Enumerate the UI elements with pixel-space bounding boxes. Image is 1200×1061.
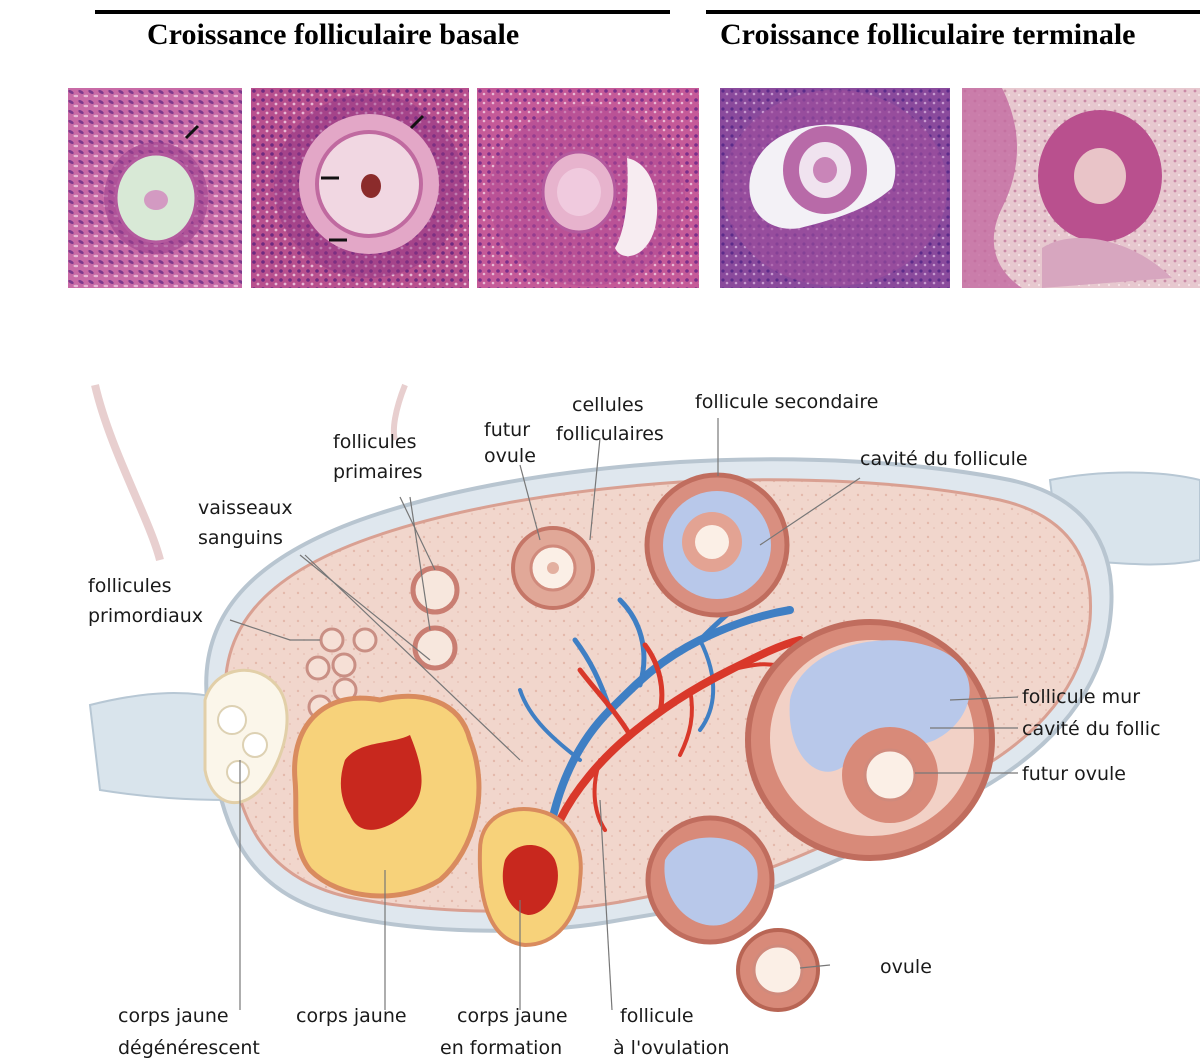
label-corps-jaune-formation-1: corps jaune [457,1005,568,1027]
micrograph-secondary-follicle [251,88,469,288]
label-follicules-primaires-1: follicules [333,431,417,453]
micrograph-early-antral-follicle [477,88,699,288]
micrograph-antral-follicle [720,88,950,288]
label-vaisseaux-2: sanguins [198,527,283,549]
label-corps-jaune-degenerescent-2: dégénérescent [118,1037,260,1059]
mature-follicle [748,622,992,858]
corpus-luteum [295,696,479,896]
label-futur-ovule-right: futur ovule [1022,763,1126,785]
heading-terminal-growth: Croissance folliculaire terminale [720,18,1135,52]
label-follicule-secondaire: follicule secondaire [695,391,878,413]
label-cavite-follicule-top: cavité du follicule [860,448,1028,470]
label-vaisseaux-1: vaisseaux [198,497,293,519]
ovulating-follicle [648,818,772,942]
label-follicules-primordiaux-1: follicules [88,575,172,597]
ovary-diagram: follicules primordiaux vaisseaux sanguin… [0,370,1200,1061]
label-corps-jaune: corps jaune [296,1005,407,1027]
label-ovule: ovule [880,956,932,978]
growing-follicle [513,528,593,608]
heading-basal-growth: Croissance folliculaire basale [147,18,519,52]
label-corps-jaune-formation-2: en formation [440,1037,562,1059]
label-futur-ovule-top-1: futur [484,419,530,441]
label-cavite-follicule-right: cavité du follic [1022,718,1161,740]
released-ovum [738,930,818,1010]
micrograph-preovulatory-follicle [962,88,1200,288]
label-follicule-ovulation-2: à l'ovulation [613,1037,729,1059]
label-cellules-1: cellules [572,394,644,416]
label-corps-jaune-degenerescent-1: corps jaune [118,1005,229,1027]
top-rule-left [95,10,670,14]
micrograph-primary-follicle [68,88,242,288]
forming-corpus-luteum [480,809,581,945]
label-follicules-primaires-2: primaires [333,461,423,483]
label-cellules-2: folliculaires [556,423,664,445]
top-rule-right [706,10,1200,14]
secondary-follicle [647,475,787,615]
label-follicule-ovulation-1: follicule [620,1005,694,1027]
label-follicule-mur: follicule mur [1022,686,1140,708]
label-futur-ovule-top-2: ovule [484,445,536,467]
background-arc [95,385,160,560]
label-follicules-primordiaux-2: primordiaux [88,605,203,627]
